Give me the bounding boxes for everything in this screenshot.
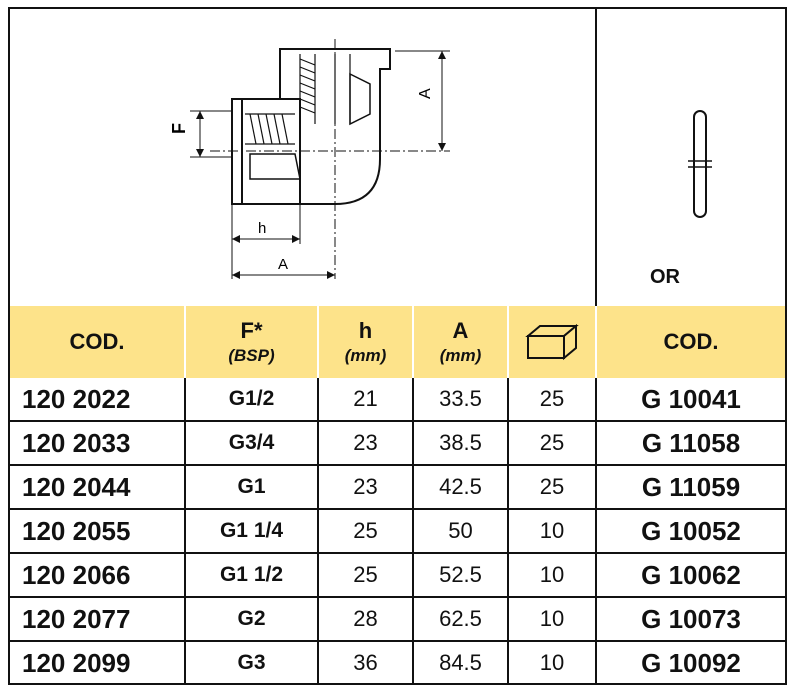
cell-f: G2	[184, 596, 318, 641]
cell-h: 23	[317, 420, 413, 465]
drawing-area: F A h A OR	[10, 9, 785, 308]
box-icon	[525, 323, 579, 361]
cell-a: 33.5	[412, 378, 508, 421]
header-h: h (mm)	[317, 306, 414, 378]
elbow-fitting-drawing: F A h A	[169, 39, 450, 279]
cell-f: G1/2	[184, 378, 318, 421]
cell-a: 62.5	[412, 596, 508, 641]
cell-pack-qty: 10	[507, 640, 596, 684]
cell-pack-qty: 25	[507, 420, 596, 465]
cell-or-cod: G 10092	[595, 640, 785, 684]
cell-a: 84.5	[412, 640, 508, 684]
cell-h: 25	[317, 508, 413, 553]
cell-pack-qty: 10	[507, 508, 596, 553]
cell-or-cod: G 10073	[595, 596, 785, 641]
product-table: COD. F* (BSP) h (mm) A (mm)	[10, 306, 785, 684]
cell-cod: 120 2044	[10, 464, 185, 509]
o-ring-icon	[688, 110, 712, 218]
or-label: OR	[650, 266, 680, 288]
header-cod-left: COD.	[10, 306, 186, 378]
cell-a: 38.5	[412, 420, 508, 465]
cell-or-cod: G 10052	[595, 508, 785, 553]
cell-cod: 120 2099	[10, 640, 185, 684]
header-f: F* (BSP)	[184, 306, 319, 378]
cell-f: G1	[184, 464, 318, 509]
cell-or-cod: G 11058	[595, 420, 785, 465]
label-h: h	[258, 220, 266, 237]
cell-f: G1 1/2	[184, 552, 318, 597]
cell-cod: 120 2066	[10, 552, 185, 597]
header-cod-right: COD.	[595, 306, 785, 378]
header-a: A (mm)	[412, 306, 509, 378]
cell-cod: 120 2055	[10, 508, 185, 553]
cell-a: 42.5	[412, 464, 508, 509]
label-a-bottom: A	[278, 256, 288, 273]
cell-or-cod: G 10041	[595, 378, 785, 421]
product-table-frame: F A h A OR COD. F	[8, 7, 787, 685]
cell-a: 50	[412, 508, 508, 553]
cell-h: 28	[317, 596, 413, 641]
cell-cod: 120 2077	[10, 596, 185, 641]
cell-pack-qty: 10	[507, 552, 596, 597]
section-divider	[595, 9, 597, 306]
label-f: F	[169, 123, 189, 134]
cell-f: G3/4	[184, 420, 318, 465]
cell-f: G1 1/4	[184, 508, 318, 553]
cell-h: 23	[317, 464, 413, 509]
table-header-row: COD. F* (BSP) h (mm) A (mm)	[10, 306, 785, 378]
cell-cod: 120 2033	[10, 420, 185, 465]
cell-pack-qty: 25	[507, 378, 596, 421]
cell-h: 36	[317, 640, 413, 684]
cell-a: 52.5	[412, 552, 508, 597]
label-a-right: A	[417, 88, 434, 99]
header-box	[507, 306, 597, 378]
cell-cod: 120 2022	[22, 383, 131, 414]
cell-or-cod: G 11059	[595, 464, 785, 509]
cell-f: G3	[184, 640, 318, 684]
cell-pack-qty: 10	[507, 596, 596, 641]
cell-pack-qty: 25	[507, 464, 596, 509]
cell-h: 25	[317, 552, 413, 597]
cell-h: 21	[317, 378, 413, 421]
cell-or-cod: G 10062	[595, 552, 785, 597]
